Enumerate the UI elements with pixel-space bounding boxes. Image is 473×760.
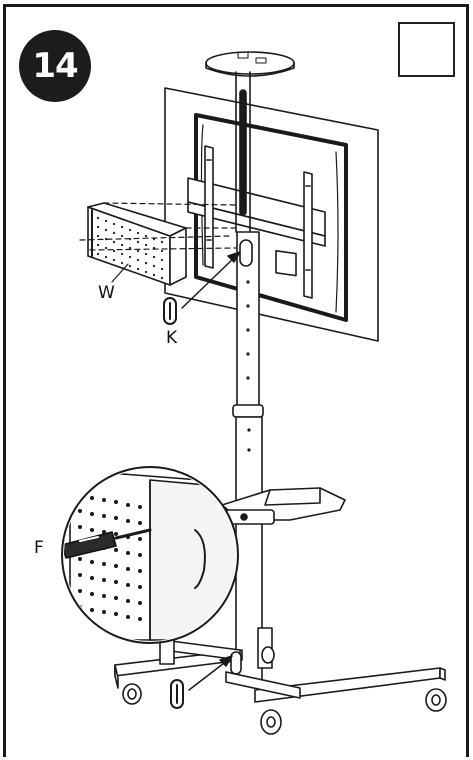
leader-w: [111, 263, 129, 283]
cable-panel-w: [87, 202, 187, 286]
column-cable-clip: [239, 239, 253, 267]
label-w: W: [98, 283, 115, 303]
loose-clip-k: [163, 297, 177, 325]
step-number: 14: [32, 46, 78, 86]
label-k: K: [166, 328, 178, 348]
base-cable-clip: [230, 651, 242, 675]
panel-perforations: [96, 216, 164, 280]
label-f: F: [34, 538, 44, 558]
detail-magnifier: [61, 466, 239, 644]
step-number-badge: 14: [19, 30, 91, 102]
upper-pole: [235, 71, 251, 233]
casters: [122, 646, 447, 735]
column-holes: [246, 256, 251, 452]
middle-shelf: [221, 487, 346, 525]
tool-indicator-box: [398, 22, 455, 77]
arrows: [181, 251, 241, 691]
vesa-bracket: [187, 145, 326, 299]
detail-screwdriver: [64, 528, 152, 559]
alignment-lines: [79, 202, 237, 251]
top-rule: [3, 4, 469, 7]
loose-clip-base: [170, 679, 184, 709]
tv-panel-bevel: [200, 124, 339, 313]
main-column: [232, 231, 264, 682]
stand-base: [114, 627, 446, 703]
